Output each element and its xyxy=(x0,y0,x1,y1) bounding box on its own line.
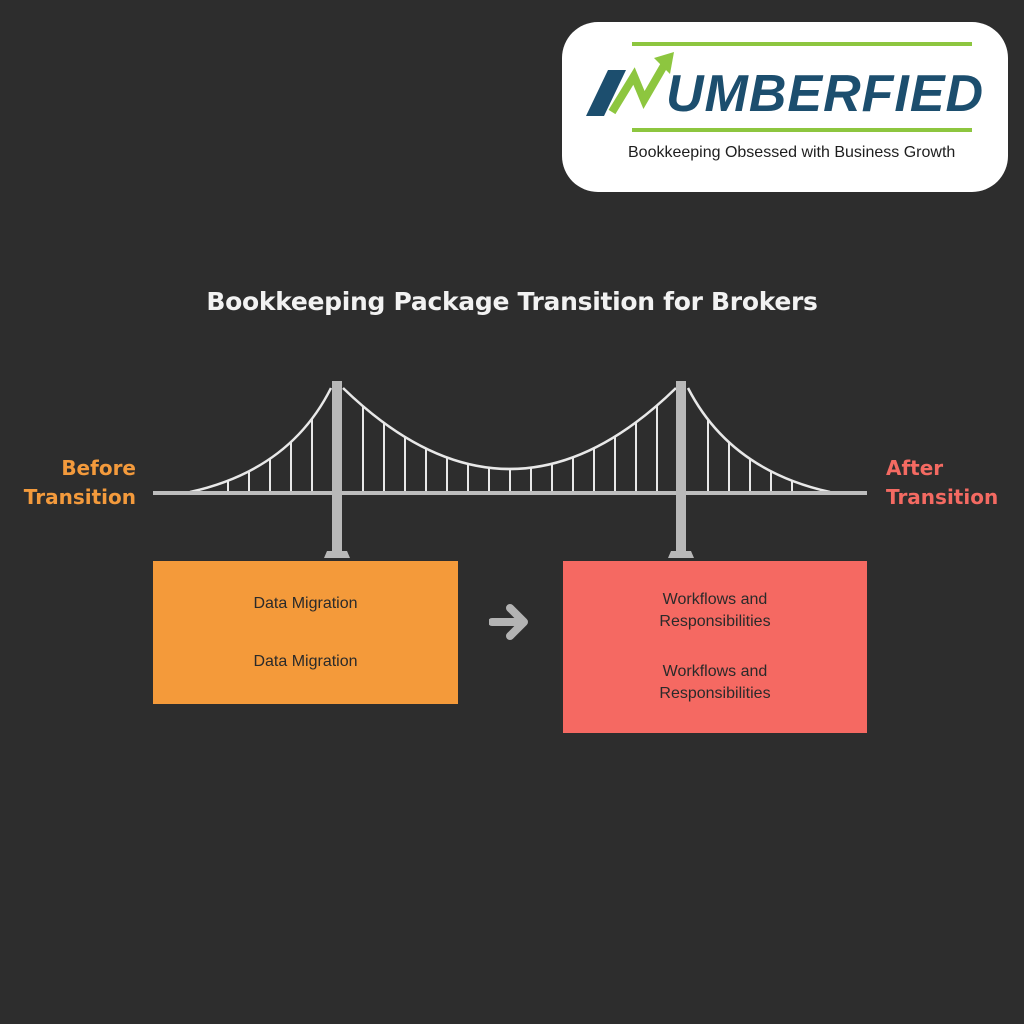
logo-n-arrow-icon xyxy=(586,52,674,116)
bridge-deck xyxy=(153,491,867,495)
logo-card: UMBERFIED Bookkeeping Obsessed with Busi… xyxy=(562,22,1008,192)
bridge-towers xyxy=(324,381,694,558)
after-label-line1: After xyxy=(886,456,944,480)
bridge-hangers xyxy=(227,405,793,492)
before-transition-label: Before Transition xyxy=(0,454,136,512)
before-item-2: Data Migration xyxy=(253,652,358,670)
after-item-2: Workflows and Responsibilities xyxy=(659,663,771,702)
logo-top-rule xyxy=(632,42,972,46)
after-transition-label: After Transition xyxy=(886,454,998,512)
bridge-cables xyxy=(189,387,831,494)
after-transition-box: Workflows and Responsibilities Workflows… xyxy=(563,561,867,733)
logo-tagline: Bookkeeping Obsessed with Business Growt… xyxy=(628,144,956,161)
after-label-line2: Transition xyxy=(886,485,999,509)
before-label-line2: Transition xyxy=(23,485,136,509)
diagram-title: Bookkeeping Package Transition for Broke… xyxy=(206,287,818,316)
arrow-right-icon xyxy=(489,604,528,640)
logo-bottom-rule xyxy=(632,128,972,132)
before-item-1: Data Migration xyxy=(253,594,358,612)
logo-wordmark: UMBERFIED xyxy=(666,65,985,123)
after-item-1: Workflows and Responsibilities xyxy=(659,591,771,630)
before-label-line1: Before xyxy=(61,456,136,480)
before-transition-box: Data Migration Data Migration xyxy=(153,561,458,704)
